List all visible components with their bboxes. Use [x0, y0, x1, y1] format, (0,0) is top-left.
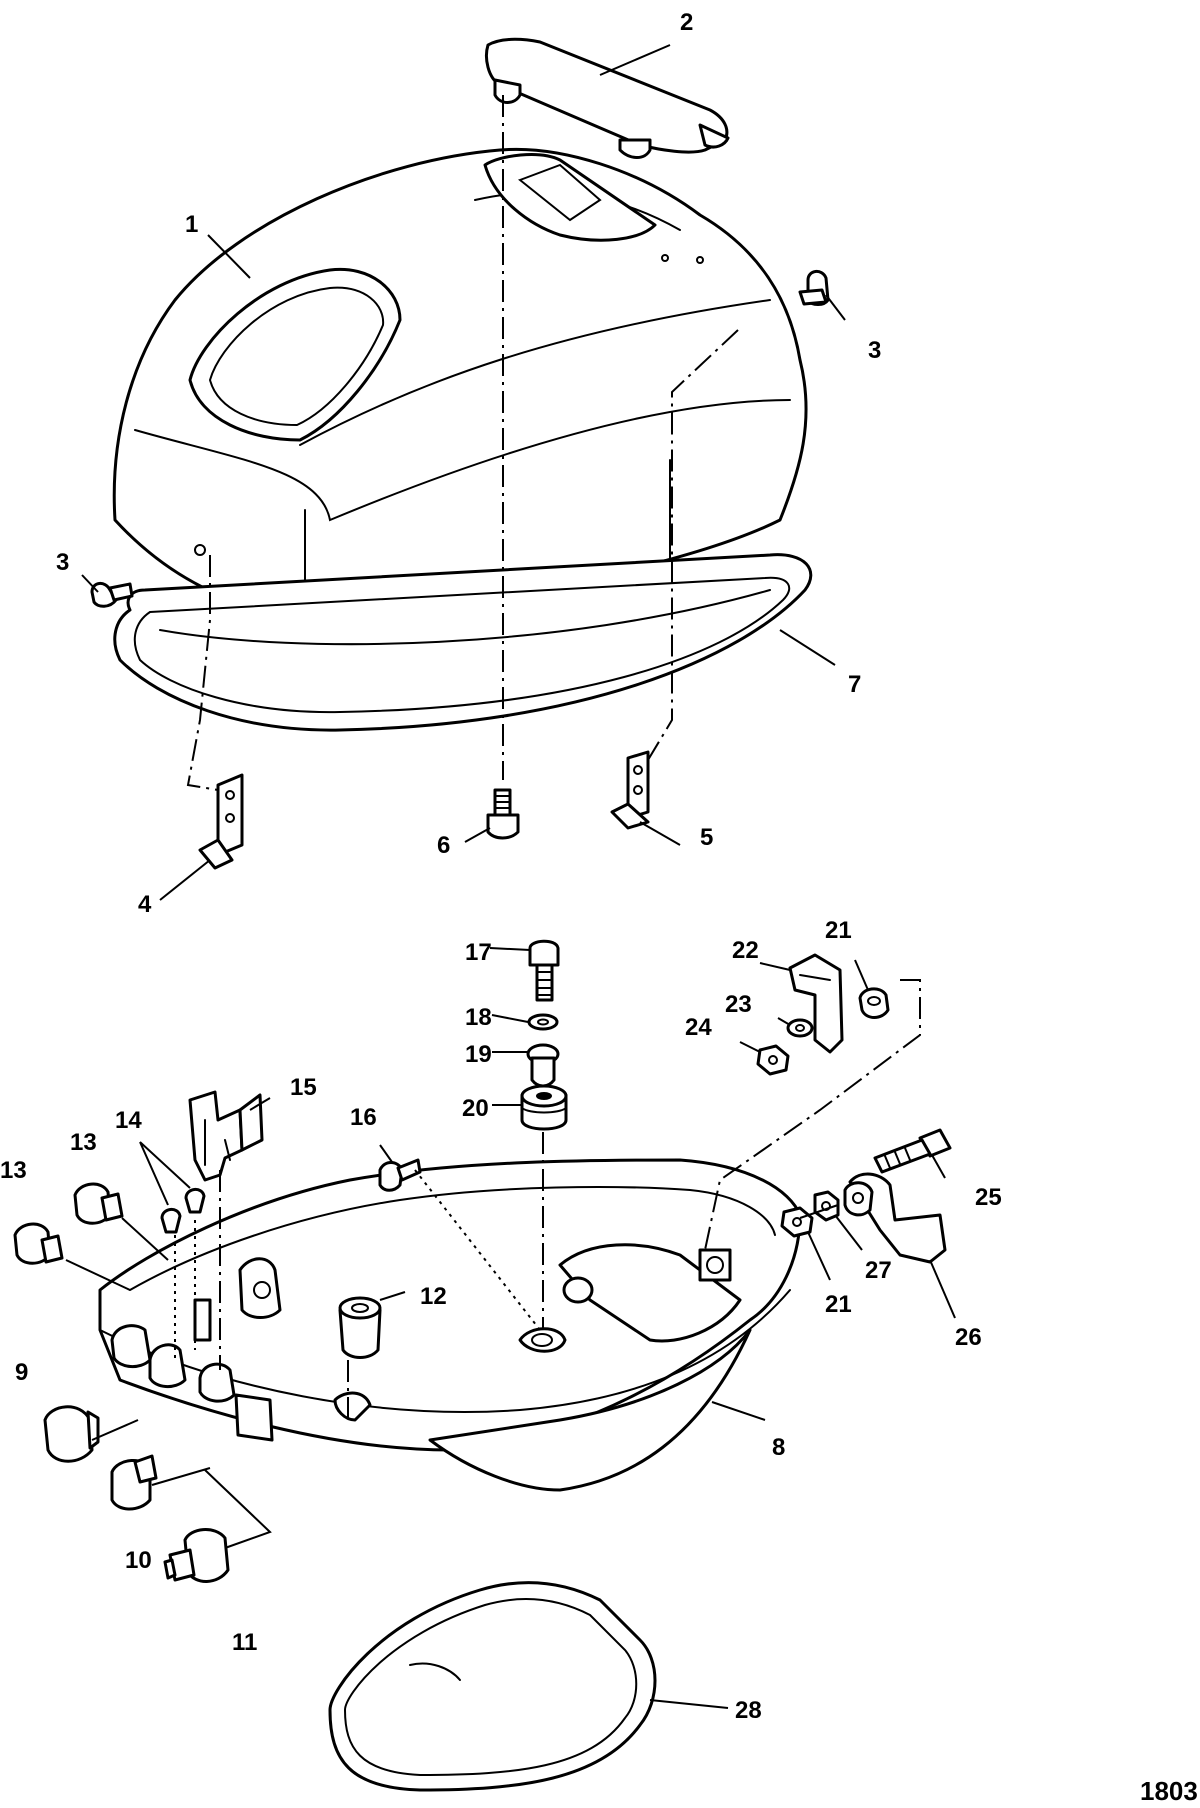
callout-5: 5	[700, 824, 713, 851]
callout-20: 20	[462, 1095, 489, 1122]
callout-22: 22	[732, 937, 759, 964]
callout-9: 9	[15, 1359, 28, 1386]
access-cover	[485, 37, 730, 159]
callout-8: 8	[772, 1434, 785, 1461]
bolt-17	[528, 939, 560, 1002]
nut-21-top	[858, 987, 890, 1019]
callout-7: 7	[848, 671, 861, 698]
callout-4: 4	[138, 891, 152, 918]
top-cowl	[112, 147, 808, 622]
bottom-cowl	[98, 1158, 802, 1492]
bushing-19	[526, 1043, 560, 1088]
grommet-20	[520, 1084, 568, 1131]
callout-6: 6	[437, 832, 450, 859]
callout-23: 23	[725, 991, 752, 1018]
callout-leaders	[81, 44, 956, 1709]
washer-23	[786, 1018, 814, 1038]
callout-10: 10	[125, 1547, 152, 1574]
callout-13-left: 13	[0, 1157, 27, 1184]
screw-left	[90, 582, 134, 608]
small-screw-16	[378, 1158, 422, 1192]
mounting-stud	[486, 788, 520, 840]
callout-3-left: 3	[56, 549, 69, 576]
callout-14: 14	[115, 1107, 142, 1134]
top-cowl-seal	[113, 553, 813, 732]
pins	[160, 1188, 206, 1234]
callout-25: 25	[975, 1184, 1002, 1211]
washer-18	[527, 1013, 559, 1031]
callout-19: 19	[465, 1041, 492, 1068]
callout-24: 24	[685, 1014, 712, 1041]
plug-11	[163, 1528, 230, 1583]
bottom-gasket	[328, 1581, 657, 1792]
bracket-22	[788, 953, 844, 1054]
callout-16: 16	[350, 1104, 377, 1131]
clip-bracket	[188, 1090, 264, 1182]
callout-21-bottom: 21	[825, 1291, 852, 1318]
bracket-right	[610, 750, 650, 830]
callout-12: 12	[420, 1283, 447, 1310]
callout-3-right: 3	[868, 337, 881, 364]
bracket-left	[198, 773, 244, 870]
callout-1: 1	[185, 211, 198, 238]
callout-11: 11	[232, 1629, 257, 1656]
callout-labels: 1 2 3 3 4 5 6 7 8 9 10 11 12 13 13 14 15…	[0, 9, 1002, 1724]
plug-13-right	[73, 1182, 124, 1225]
plug-13-left	[13, 1222, 64, 1265]
plug-9	[43, 1405, 100, 1463]
figure-number: 1803	[1140, 1776, 1198, 1806]
callout-27: 27	[865, 1257, 892, 1284]
callout-15: 15	[290, 1074, 317, 1101]
nut-24	[756, 1044, 790, 1076]
bracket-26	[843, 1172, 947, 1264]
alignment-lines	[65, 95, 921, 1549]
bolt-25	[873, 1128, 952, 1174]
callout-13-right: 13	[70, 1129, 97, 1156]
callout-26: 26	[955, 1324, 982, 1351]
callout-18: 18	[465, 1004, 492, 1031]
callout-21-top: 21	[825, 917, 852, 944]
callout-28: 28	[735, 1697, 762, 1724]
plug-10	[110, 1454, 158, 1511]
callout-2: 2	[680, 9, 693, 36]
callout-17: 17	[465, 939, 492, 966]
screw-right	[798, 270, 830, 306]
insert-12	[338, 1296, 382, 1359]
nut-21-bottom	[780, 1206, 814, 1238]
